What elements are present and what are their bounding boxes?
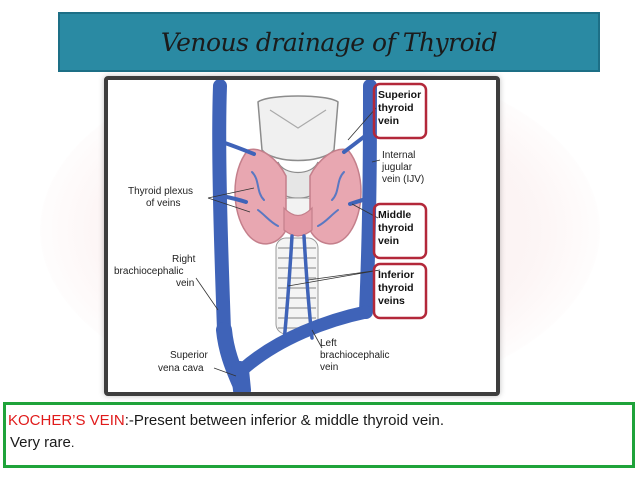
middle-thyroid-vein-highlight — [372, 202, 428, 260]
label-middle-thyroid-vein: Middle — [378, 209, 411, 221]
middle-thyroid-vein-left — [348, 196, 372, 206]
caption-description: Present between inferior & middle thyroi… — [133, 412, 445, 429]
thyroid-venous-drainage-diagram: Superior thyroid vein Internal jugular v… — [114, 80, 428, 392]
svg-text:jugular: jugular — [381, 162, 413, 173]
svg-text:vein: vein — [378, 115, 399, 127]
highlight-boxes — [372, 82, 428, 320]
svg-text:of veins: of veins — [146, 198, 180, 209]
caption-box: KOCHER’S VEIN:-Present between inferior … — [3, 402, 635, 468]
svg-text:Right: Right — [172, 254, 196, 265]
caption-colon: :- — [124, 412, 134, 429]
slide-title: Venous drainage of Thyroid — [160, 27, 498, 57]
svg-text:brachiocephalic: brachiocephalic — [320, 350, 390, 361]
caption-period: . — [70, 435, 75, 450]
caption-line-2: Very rare. — [8, 432, 628, 454]
superior-thyroid-vein-right — [220, 140, 256, 156]
svg-text:thyroid: thyroid — [378, 222, 414, 234]
title-bar: Venous drainage of Thyroid — [58, 12, 600, 72]
svg-text:thyroid: thyroid — [378, 102, 414, 114]
superior-vena-cava — [231, 361, 251, 392]
left-internal-jugular-vein — [359, 80, 377, 319]
label-left-brachiocephalic-vein: Left — [320, 338, 337, 349]
middle-thyroid-vein-right — [220, 194, 248, 204]
left-brachiocephalic-vein — [235, 305, 373, 377]
veins — [212, 80, 377, 392]
label-inferior-thyroid-veins: Inferior — [378, 269, 414, 281]
caption-very-rare: Very rare — [10, 434, 71, 451]
svg-text:vein: vein — [320, 362, 338, 373]
label-internal-jugular-vein: Internal — [382, 150, 415, 161]
anatomy-figure: Superior thyroid vein Internal jugular v… — [104, 76, 500, 396]
label-superior-vena-cava: Superior — [170, 350, 208, 361]
svg-text:thyroid: thyroid — [378, 282, 414, 294]
svg-text:vein (IJV): vein (IJV) — [382, 174, 424, 185]
svg-text:Superior: Superior — [170, 350, 208, 361]
label-thyroid-plexus: Thyroid plexus — [128, 186, 193, 197]
svg-text:vein: vein — [176, 278, 194, 289]
inferior-thyroid-veins-highlight — [372, 262, 428, 320]
label-superior-thyroid-vein-1: Superior — [378, 89, 421, 101]
superior-thyroid-vein-highlight — [372, 82, 428, 140]
svg-text:brachiocephalic: brachiocephalic — [114, 266, 184, 277]
svg-text:veins: veins — [378, 295, 405, 307]
svg-text:vena cava: vena cava — [158, 363, 204, 374]
svg-text:Internal: Internal — [382, 150, 415, 161]
right-internal-jugular-vein — [212, 80, 231, 337]
inferior-thyroid-vein-2 — [302, 234, 314, 340]
svg-text:Superior: Superior — [378, 89, 421, 101]
svg-text:Left: Left — [320, 338, 337, 349]
kocher-vein-term: KOCHER’S VEIN — [8, 412, 125, 429]
leader-lines — [195, 107, 381, 377]
superior-thyroid-vein-left — [342, 130, 372, 154]
labels: Superior thyroid vein Internal jugular v… — [114, 89, 424, 374]
svg-text:Thyroid plexus: Thyroid plexus — [128, 186, 193, 197]
svg-text:Inferior: Inferior — [378, 269, 414, 281]
svg-text:vein: vein — [378, 235, 399, 247]
svg-text:Middle: Middle — [378, 209, 411, 221]
label-right-brachiocephalic-vein: Right — [172, 254, 196, 265]
caption-line-1: KOCHER’S VEIN:-Present between inferior … — [8, 410, 628, 432]
